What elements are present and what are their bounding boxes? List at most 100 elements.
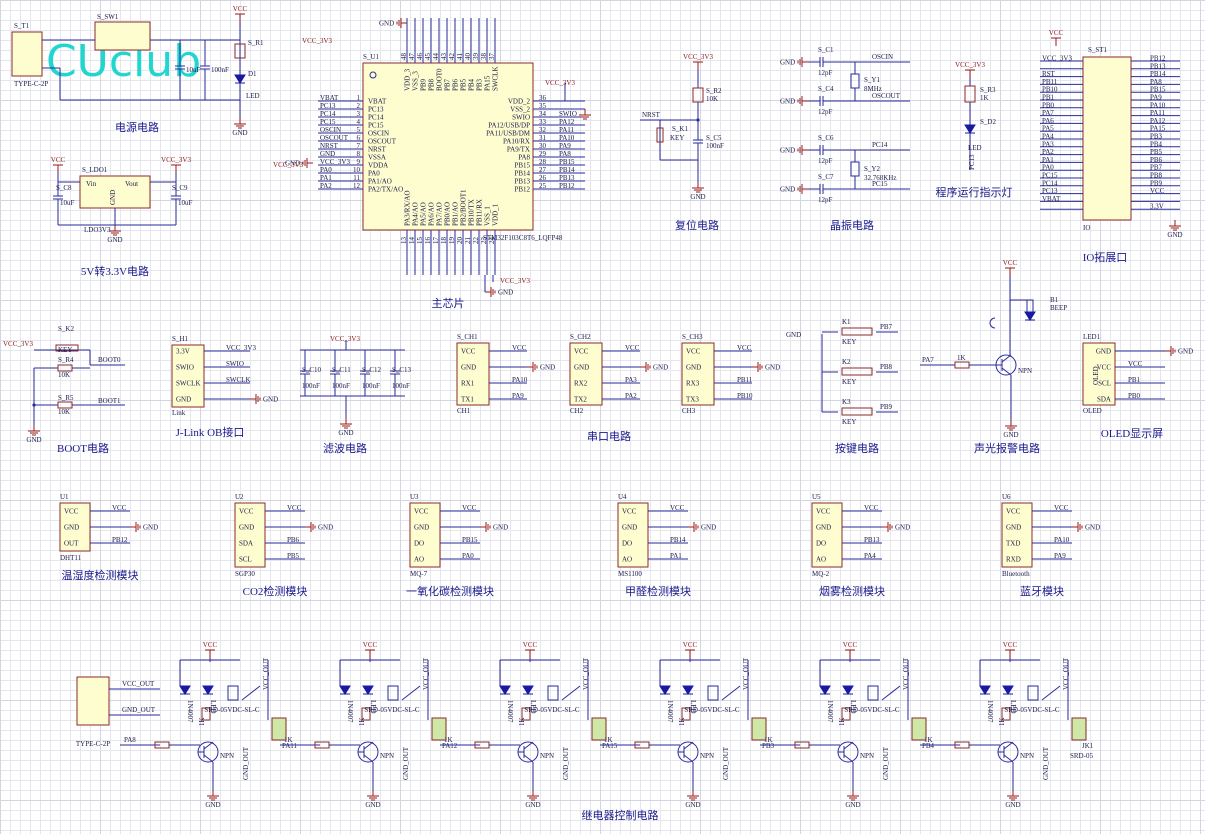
mcu-pin-bottom: PA4/AO — [412, 202, 420, 226]
gnd-label: GND — [780, 98, 795, 106]
module-pin: AO — [816, 556, 826, 564]
gnd-label: GND — [232, 129, 247, 137]
gnd-label: GND — [780, 147, 795, 155]
mcu-pin-num: 11 — [353, 174, 360, 182]
io-net-right: PB13 — [1150, 62, 1166, 70]
relay-led-resistor — [521, 707, 531, 721]
mcu-pin-num: 30 — [539, 142, 547, 150]
power-led-ref: D1 — [248, 70, 257, 78]
relay-coil — [867, 685, 879, 701]
module-pin: VCC — [414, 508, 429, 516]
mcu-pin-num: 2 — [357, 102, 361, 110]
uart-net: PA2 — [625, 392, 637, 400]
module-part: Bluetooth — [1002, 570, 1030, 578]
relay-vcc-out: VCC_OUT — [742, 657, 750, 690]
uart-header — [456, 342, 490, 406]
filter-cap-ref: S_C12 — [362, 366, 382, 374]
section-title-keys: 按键电路 — [835, 441, 879, 455]
section-title-filter: 滤波电路 — [323, 442, 367, 455]
mcu-pin-bottom: PB11/RX — [476, 199, 484, 226]
key-net: PB7 — [880, 323, 893, 331]
crystal-cap-ref: S_C6 — [818, 134, 834, 142]
gnd-label: GND — [493, 524, 508, 532]
uart-pin: RX3 — [686, 380, 700, 388]
mcu-pin-num: 8 — [357, 150, 361, 158]
mcu-net-left: PA1 — [320, 174, 332, 182]
filter-vcc-net: VCC_3V3 — [330, 335, 360, 343]
module-pin: VCC — [622, 508, 637, 516]
crystal-y2-ref: S_Y2 — [864, 165, 880, 173]
oled-net: PB1 — [1128, 376, 1141, 384]
crystal-cap-ref: S_C7 — [818, 173, 834, 181]
run-led-r-ref: S_R3 — [980, 86, 996, 94]
oled-pin: SCL — [1098, 380, 1111, 388]
section-title-jlink: J-Link OB接口 — [176, 426, 245, 439]
module-pin: VCC — [239, 508, 254, 516]
mcu-net-right: PA10 — [559, 134, 575, 142]
key-ref: K1 — [842, 318, 851, 326]
gnd-label: GND — [205, 801, 220, 809]
module-part: MQ-7 — [410, 570, 428, 578]
module-net: PA1 — [670, 552, 682, 560]
relay-power-connector — [76, 676, 110, 726]
mcu-pin-left: PC14 — [368, 114, 384, 122]
vcc-label: VCC_3V3 — [955, 61, 985, 69]
module-pin: SDA — [239, 540, 253, 548]
relay-out-net: PB3 — [762, 742, 775, 750]
gnd-label: GND — [1005, 801, 1020, 809]
relay-conn-n1: VCC_OUT — [122, 680, 155, 688]
filter-cap-value: 100nF — [302, 382, 320, 390]
relay-led-resistor — [361, 707, 371, 721]
module-pin: RXD — [1006, 556, 1021, 564]
io-net-right: PA15 — [1150, 125, 1166, 133]
io-net-right: VCC — [1150, 187, 1165, 195]
relay-q-label: NPN — [380, 752, 394, 760]
relay-ctrl-net: 1K — [604, 736, 613, 744]
mcu-net-right: PB14 — [559, 166, 575, 174]
section-title-co: 一氧化碳检测模块 — [406, 584, 494, 598]
io-net-right: PB15 — [1150, 86, 1166, 94]
key-label: KEY — [842, 418, 856, 426]
power-switch — [94, 21, 151, 51]
mcu-pin-top: PB6 — [452, 78, 460, 91]
oled-pin: SDA — [1097, 396, 1111, 404]
relay-r-label: 1K — [838, 717, 846, 726]
mcu-pin-num: 36 — [539, 94, 547, 102]
module-net: PB13 — [864, 536, 880, 544]
io-net-right: PA12 — [1150, 117, 1166, 125]
mcu-pin-right: SWIO — [512, 114, 530, 122]
uart-net: PA10 — [512, 376, 528, 384]
jlink-pin: SWIO — [176, 364, 194, 372]
relay-out-net: PA12 — [442, 742, 458, 750]
io-net-left: PA7 — [1042, 109, 1054, 117]
mcu-net-right: PA8 — [559, 150, 571, 158]
mcu-pin-left: PA0 — [368, 170, 380, 178]
mcu-net-left: GND — [320, 150, 335, 158]
relay-output-terminal — [911, 717, 927, 741]
relay-diode-label: 1N4007 — [186, 700, 194, 723]
mcu-pin-num: 48 — [400, 53, 408, 61]
mcu-pin-top: PB4 — [468, 78, 476, 91]
crystal-cap-value: 12pF — [818, 108, 833, 116]
alarm-q-label: NPN — [1018, 367, 1032, 375]
gnd-label: GND — [365, 801, 380, 809]
relay-led-label: LED — [689, 700, 697, 714]
boot-key-ref: S_K2 — [58, 325, 74, 333]
mcu-pin-num: 23 — [480, 237, 488, 245]
module-pin: GND — [1006, 524, 1021, 532]
relay-r-label: 1K — [678, 717, 686, 726]
vcc-label: VCC — [843, 641, 858, 649]
uart-part: CH1 — [457, 407, 471, 415]
module-pin: AO — [622, 556, 632, 564]
mcu-pin-top: PB3 — [476, 78, 484, 91]
relay-vcc-out: VCC_OUT — [422, 657, 430, 690]
mcu-pin-num: 31 — [539, 134, 547, 142]
key-label: KEY — [842, 378, 856, 386]
relay-ctrl-net: 1K — [444, 736, 453, 744]
mcu-pin-num: 24 — [488, 237, 496, 245]
gnd-label: GND — [780, 186, 795, 194]
key-switch — [841, 367, 873, 376]
vcc-label: VCC — [233, 5, 248, 13]
uart-pin: GND — [574, 364, 589, 372]
